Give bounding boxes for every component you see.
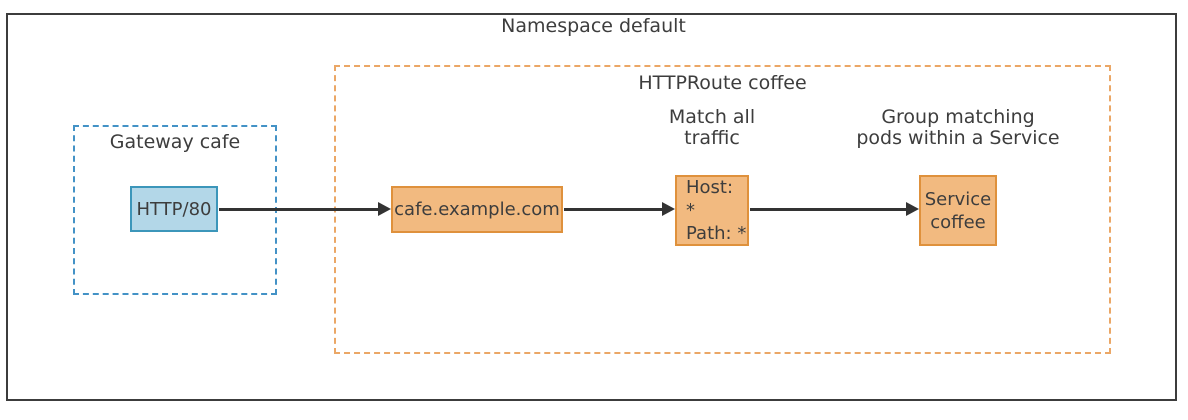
arrowhead-icon <box>906 202 919 216</box>
namespace-title: Namespace default <box>501 15 686 37</box>
match-all-traffic-annotation: Match all traffic <box>632 107 792 149</box>
annotation-line: pods within a Service <box>856 127 1060 149</box>
listener-node: HTTP/80 <box>130 186 218 232</box>
service-label-line2: coffee <box>930 211 986 233</box>
service-label-line1: Service <box>924 188 992 210</box>
arrow-line <box>219 207 379 211</box>
match-rule-node: Host: * Path: * <box>675 175 749 246</box>
match-path-label: Path: * <box>686 223 747 244</box>
service-node: Service coffee <box>919 175 997 246</box>
listener-label: HTTP/80 <box>136 198 212 220</box>
gateway-title: Gateway cafe <box>109 131 241 153</box>
annotation-line: Group matching <box>881 106 1035 128</box>
hostname-label: cafe.example.com <box>394 199 560 220</box>
annotation-line: Match all <box>668 106 756 128</box>
arrow-listener-to-hostname <box>219 202 391 216</box>
match-host-label: Host: * <box>686 177 734 221</box>
httproute-title: HTTPRoute coffee <box>638 72 807 94</box>
group-matching-pods-annotation: Group matching pods within a Service <box>838 107 1078 149</box>
hostname-node: cafe.example.com <box>391 186 563 233</box>
arrowhead-icon <box>662 202 675 216</box>
arrow-hostname-to-match <box>564 202 675 216</box>
arrow-match-to-service <box>750 202 919 216</box>
arrow-line <box>564 207 663 211</box>
arrow-line <box>750 207 907 211</box>
arrowhead-icon <box>378 202 391 216</box>
annotation-line: traffic <box>684 127 740 149</box>
